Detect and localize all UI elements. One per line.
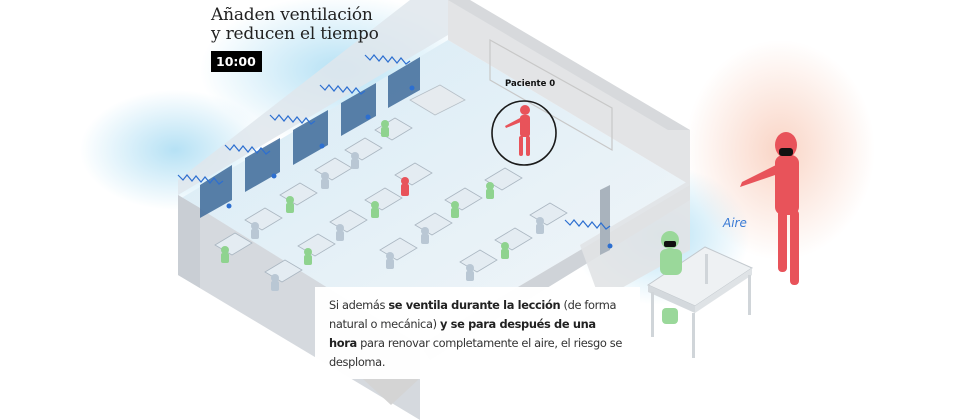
caption-text-2: (de forma natural o mecánica) <box>329 298 617 331</box>
back-wall <box>448 0 690 185</box>
closeup-infected-figure <box>740 132 799 285</box>
room-floor <box>178 40 690 345</box>
patient-zero-figure <box>505 105 530 156</box>
whiteboard <box>489 38 613 152</box>
closeup-desk <box>646 246 754 358</box>
patient-zero-label: Paciente 0 <box>505 79 556 89</box>
air-label: Aire <box>723 216 747 230</box>
caption-text-1: Si además <box>329 298 389 312</box>
air-flow-icons <box>177 54 611 230</box>
patient-zero-marker <box>491 100 557 166</box>
infected-student <box>401 177 409 196</box>
title-line-1: Añaden ventilación <box>211 5 373 25</box>
caption-bold-1: se ventila durante la lección <box>388 298 561 312</box>
windows <box>200 57 420 218</box>
page-title: Añaden ventilación y reducen el tiempo <box>211 6 379 44</box>
caption-box: Si además se ventila durante la lección … <box>315 287 640 379</box>
window-wall <box>178 0 448 195</box>
caption-text-3: para renovar completamente el aire, el r… <box>329 336 623 369</box>
caption-bold-2: y se para después de una hora <box>329 317 596 350</box>
students <box>221 120 544 291</box>
teacher-desk <box>409 84 466 116</box>
time-badge: 10:00 <box>211 51 262 72</box>
title-line-2: y reducen el tiempo <box>211 24 379 44</box>
scroll-down-arrow-icon[interactable] <box>363 379 419 405</box>
closeup-student <box>660 231 682 324</box>
